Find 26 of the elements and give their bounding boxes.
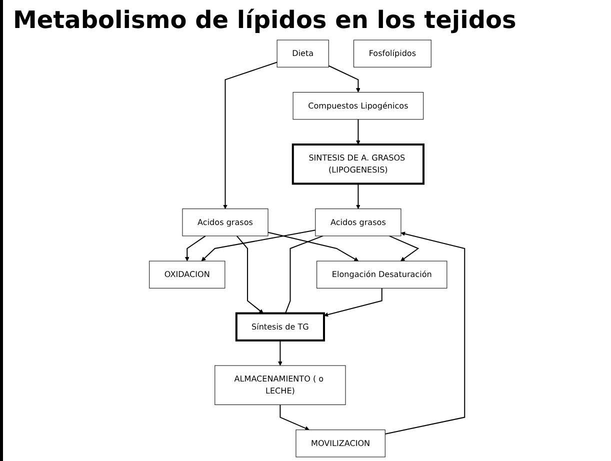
- arrow: [356, 184, 360, 210]
- node-box: OXIDACION: [149, 260, 226, 288]
- arrow: [280, 404, 310, 430]
- connector: [284, 235, 324, 314]
- title: Metabolismo de lípidos en los tejidos: [13, 6, 518, 34]
- node-box: Síntesis de TG: [235, 312, 325, 342]
- arrow: [324, 288, 382, 317]
- arrow: [356, 119, 360, 145]
- node-box: Dieta: [276, 40, 329, 68]
- node-box: MOVILIZACION: [296, 430, 386, 458]
- arrow: [201, 230, 316, 262]
- arrow: [389, 235, 420, 262]
- arrow: [268, 232, 359, 262]
- node-box: Compuestos Lipogénicos: [292, 92, 424, 120]
- node-box: SINTESIS DE A. GRASOS (LIPOGENESIS): [292, 144, 424, 185]
- node-box: Acidos grasos: [182, 208, 268, 236]
- arrow: [278, 340, 282, 366]
- node-box: Acidos grasos: [315, 208, 402, 236]
- arrow: [328, 65, 360, 92]
- node-box: Elongación Desaturación: [316, 260, 448, 288]
- node-box: ALMACENAMIENTO ( o LECHE): [214, 365, 346, 405]
- arrow: [385, 232, 466, 435]
- node-box: Fosfolípidos: [354, 40, 432, 68]
- arrow: [223, 62, 278, 210]
- arrow: [184, 236, 206, 262]
- arrow: [236, 236, 264, 314]
